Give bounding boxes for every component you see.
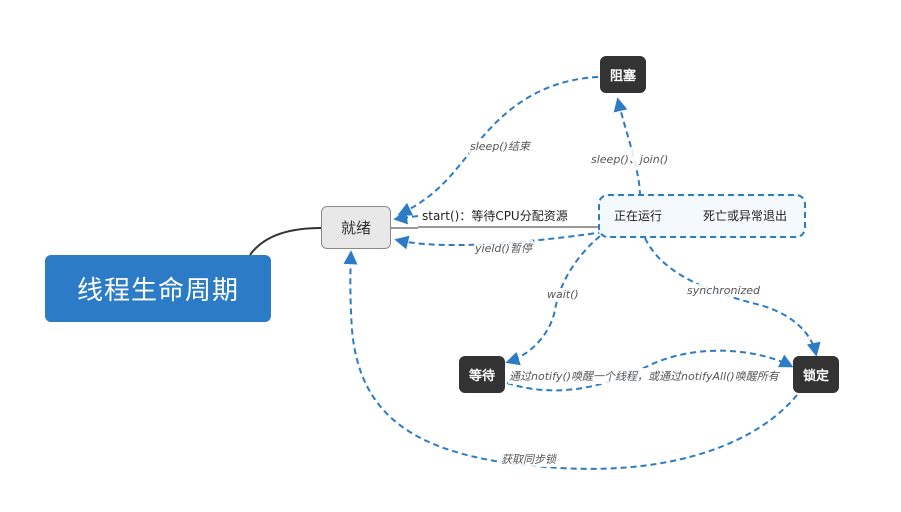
- state-ready-label: 就绪: [340, 219, 371, 237]
- state-ready[interactable]: 就绪: [321, 206, 391, 249]
- edge-label-yield: yield()暂停: [474, 240, 533, 256]
- start-text[interactable]: start()：等待CPU分配资源: [422, 209, 568, 223]
- root-topic[interactable]: 线程生命周期: [45, 255, 271, 322]
- edge-label-notify: 通过notify()唤醒一个线程，或通过notifyAll()唤醒所有: [508, 368, 780, 384]
- state-blocked[interactable]: 阻塞: [600, 56, 646, 93]
- edge-label-wait: wait(): [546, 288, 580, 301]
- edge-label-sleep-join: sleep()、join(): [590, 151, 670, 167]
- sleep-join-arrow: [613, 97, 641, 197]
- state-waiting[interactable]: 等待: [459, 356, 505, 393]
- state-blocked-label: 阻塞: [609, 69, 636, 84]
- state-waiting-label: 等待: [468, 369, 495, 384]
- notify-arrow: [506, 349, 794, 392]
- state-locked[interactable]: 锁定: [793, 356, 839, 393]
- root-topic-label: 线程生命周期: [76, 276, 239, 306]
- edge-label-acquire-lock: 获取同步锁: [500, 451, 557, 467]
- edge-label-synchronized: synchronized: [686, 284, 762, 297]
- start-arrow: [393, 210, 419, 225]
- state-locked-label: 锁定: [802, 369, 829, 384]
- edge-label-sleep-end: sleep()结束: [469, 138, 531, 154]
- dead-text[interactable]: 死亡或异常退出: [703, 209, 788, 223]
- acquire-lock-arrow: [343, 250, 798, 470]
- sleep-end-arrow: [397, 76, 599, 216]
- yield-arrow: [394, 231, 605, 250]
- running-group-box: [598, 194, 806, 238]
- root-to-ready-connector: [249, 227, 322, 256]
- synchronized-arrow: [644, 237, 821, 357]
- running-text[interactable]: 正在运行: [614, 209, 663, 223]
